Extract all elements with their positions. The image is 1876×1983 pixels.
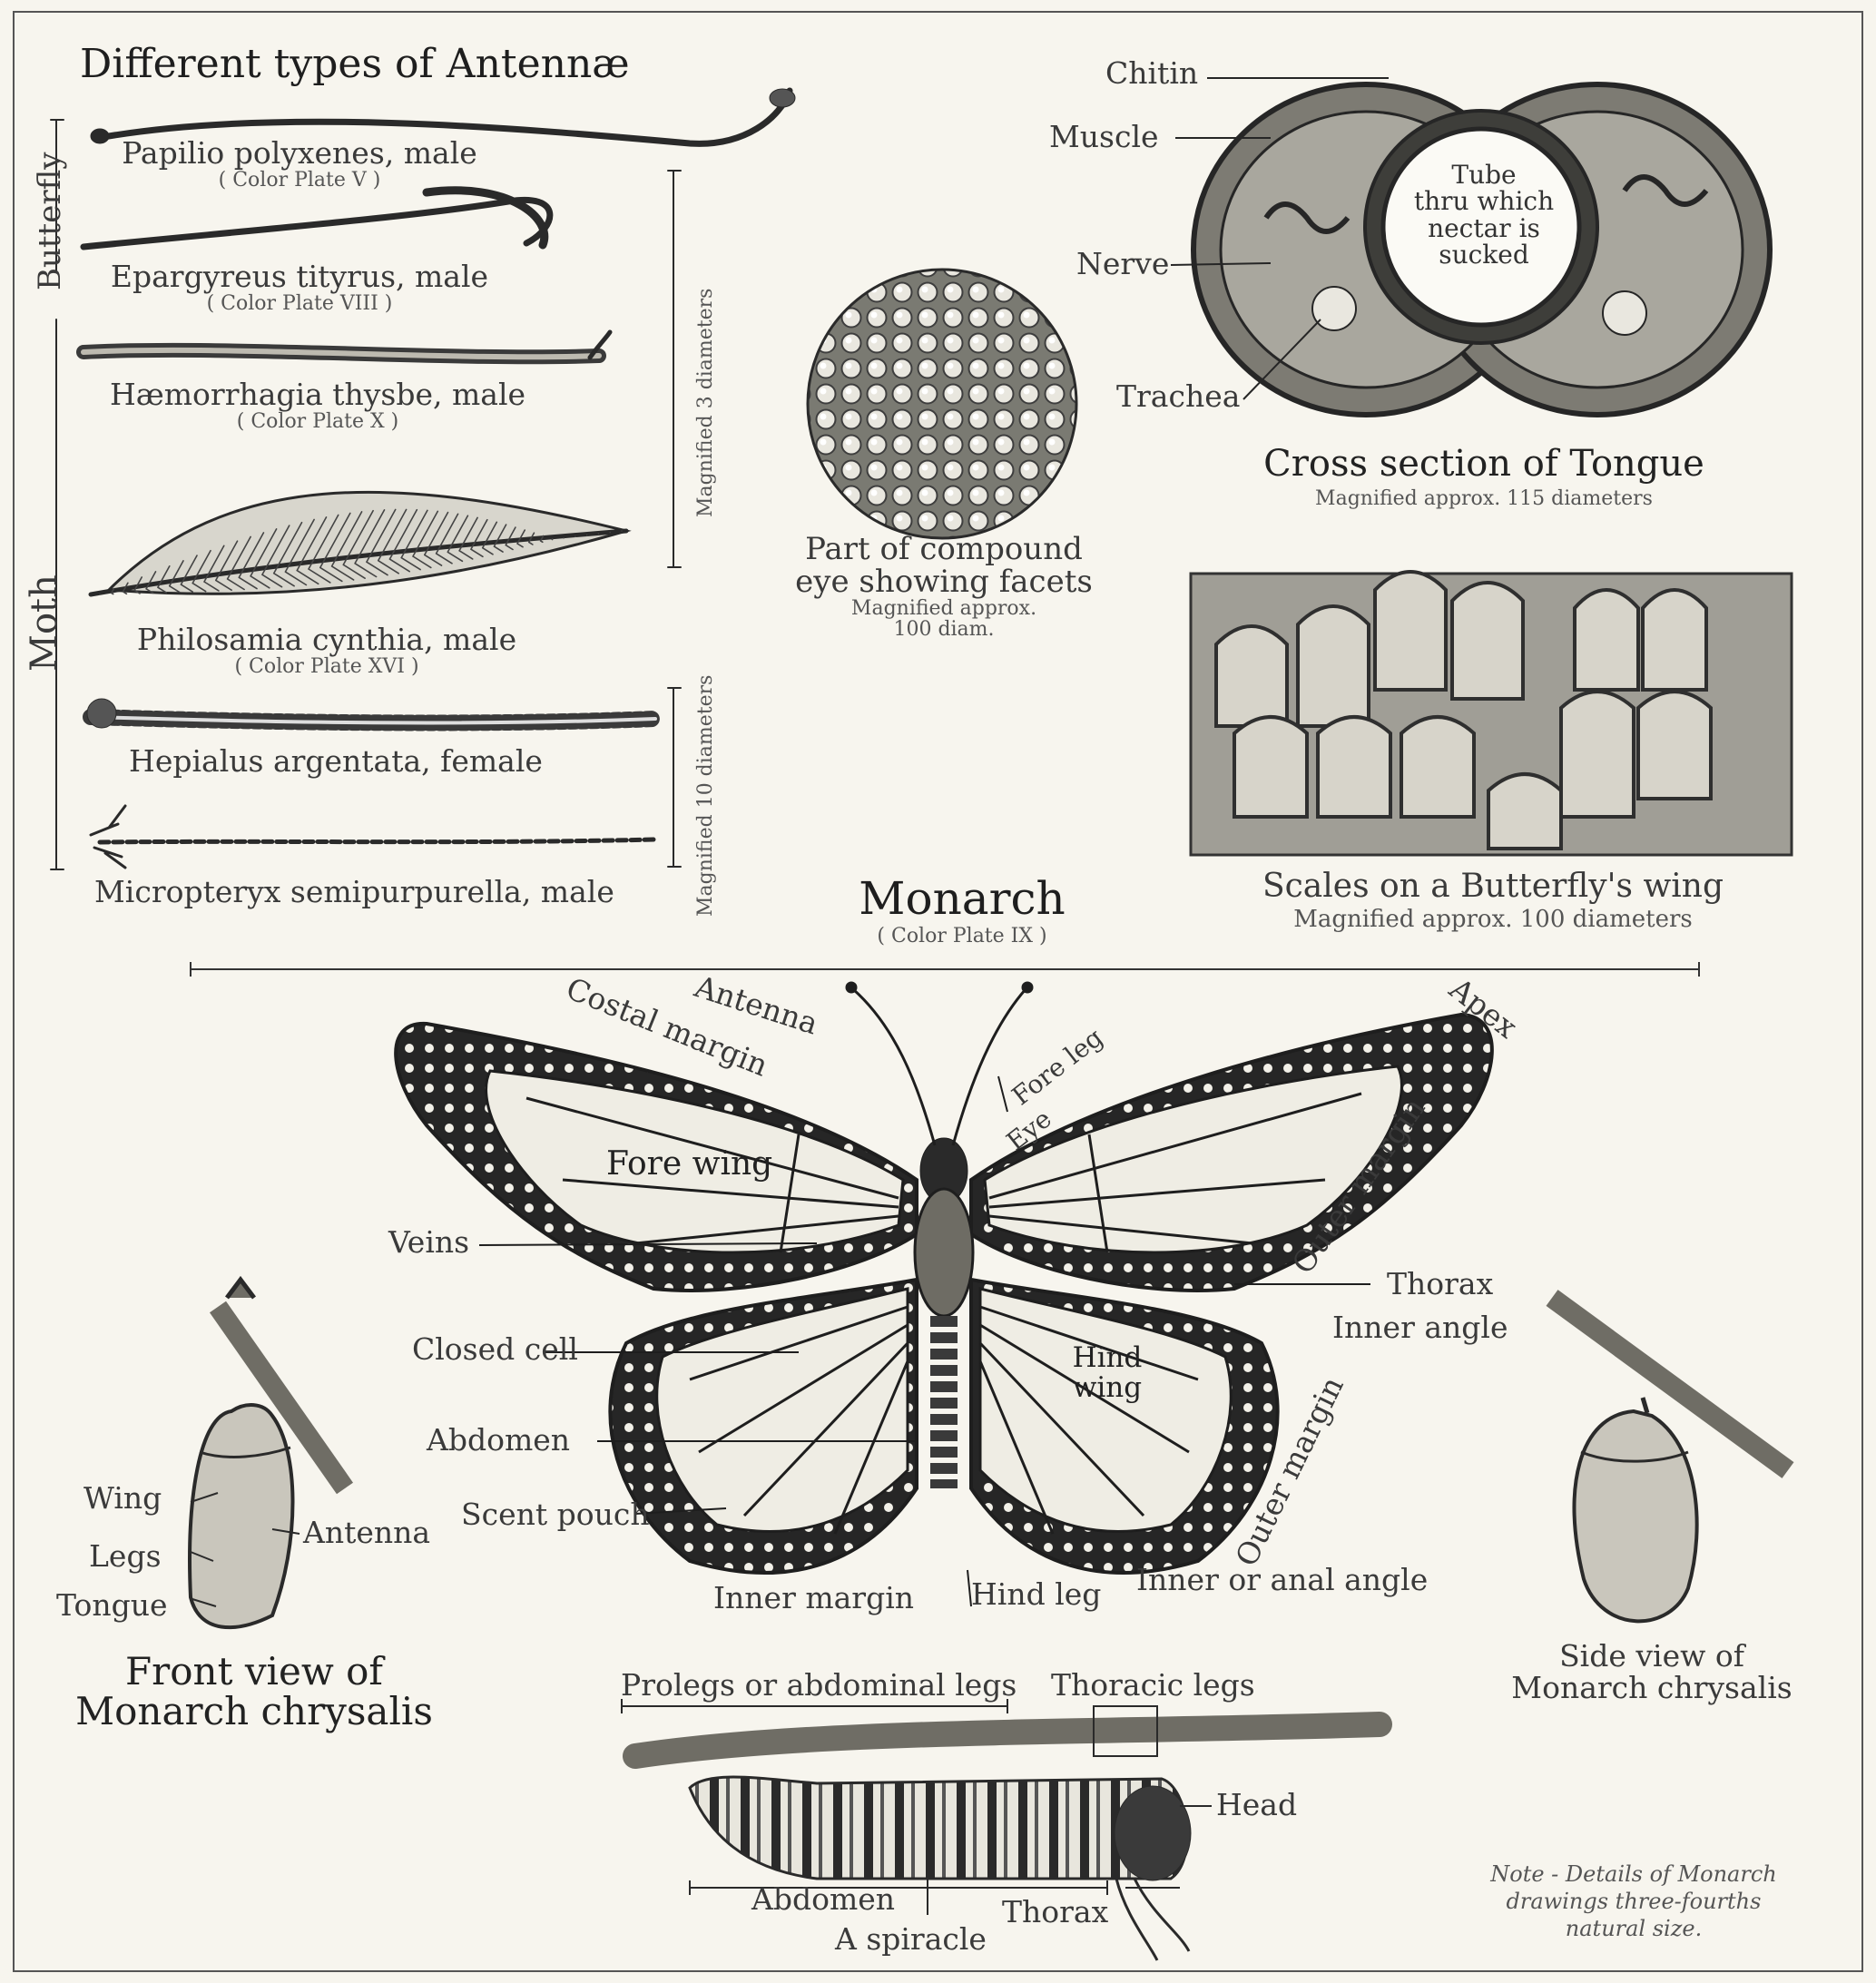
butterfly-group-label: Butterfly xyxy=(34,152,67,290)
antenna-epargyreus-icon xyxy=(83,191,550,247)
hind-wing-line: Hind xyxy=(1053,1343,1162,1373)
antenna-label-haemorrhagia: Hæmorrhagia thysbe, male ( Color Plate X… xyxy=(109,379,526,432)
antenna-name: Epargyreus tityrus, male xyxy=(91,261,508,293)
front-chrysalis-drawing xyxy=(190,1280,345,1627)
label-thorax: Thorax xyxy=(1387,1269,1493,1301)
chrysalis-label-legs: Legs xyxy=(89,1541,162,1573)
label-veins: Veins xyxy=(388,1227,469,1259)
antenna-haemorrhagia-icon xyxy=(83,332,610,358)
monarch-antennae xyxy=(847,983,1032,1145)
label-nerve: Nerve xyxy=(1076,249,1169,280)
label-inner-anal-angle: Inner or anal angle xyxy=(1136,1565,1428,1596)
label-thoracic-legs: Thoracic legs xyxy=(1051,1670,1255,1702)
antennae-title: Different types of Antennæ xyxy=(80,44,630,85)
label-closed-cell: Closed cell xyxy=(412,1334,578,1366)
antenna-name: Papilio polyxenes, male xyxy=(100,138,499,170)
eye-magnification-line: 100 diam. xyxy=(781,619,1107,640)
antenna-plate: ( Color Plate VIII ) xyxy=(91,293,508,314)
label-scent-pouch: Scent pouch xyxy=(461,1499,650,1531)
eye-caption-line: Part of compound xyxy=(781,534,1107,566)
tube-line: Tube xyxy=(1398,162,1570,188)
antenna-label-epargyreus: Epargyreus tityrus, male ( Color Plate V… xyxy=(91,261,508,314)
note-line: Note - Details of Monarch xyxy=(1425,1860,1842,1888)
antenna-micropteryx-icon xyxy=(91,806,655,868)
label-hind-wing: Hind wing xyxy=(1053,1343,1162,1402)
monarch-title: Monarch xyxy=(781,875,1144,923)
magnified-3-label: Magnified 3 diameters xyxy=(695,289,716,517)
front-chrysalis-caption: Front view of Monarch chrysalis xyxy=(54,1652,454,1732)
tongue-title: Cross section of Tongue xyxy=(1207,445,1761,483)
chrysalis-label-antenna: Antenna xyxy=(303,1517,430,1549)
label-caterpillar-thorax: Thorax xyxy=(1002,1897,1108,1929)
antenna-philosamia-icon xyxy=(91,492,626,594)
label-head: Head xyxy=(1216,1790,1297,1821)
antenna-label-hepialus: Hepialus argentata, female xyxy=(127,746,545,778)
antenna-name: Hæmorrhagia thysbe, male xyxy=(109,379,526,411)
scales-title: Scales on a Butterfly's wing xyxy=(1207,869,1779,904)
antenna-plate: ( Color Plate XVI ) xyxy=(118,656,535,677)
antenna-label-papilio: Papilio polyxenes, male ( Color Plate V … xyxy=(100,138,499,191)
chrysalis-label-wing: Wing xyxy=(83,1483,162,1515)
label-inner-angle: Inner angle xyxy=(1332,1312,1508,1344)
label-caterpillar-abdomen: Abdomen xyxy=(751,1884,895,1916)
wing-scales-drawing xyxy=(1191,572,1792,855)
side-chrysalis-drawing xyxy=(1552,1298,1788,1621)
label-inner-margin: Inner margin xyxy=(713,1583,914,1615)
note-line: natural size. xyxy=(1425,1915,1842,1942)
eye-magnification-line: Magnified approx. xyxy=(781,598,1107,619)
antenna-label-micropteryx: Micropteryx semipurpurella, male xyxy=(94,877,614,908)
magnified-10-label: Magnified 10 diameters xyxy=(695,675,716,917)
compound-eye-drawing xyxy=(808,270,1076,538)
tube-line: sucked xyxy=(1398,241,1570,268)
label-fore-wing: Fore wing xyxy=(606,1147,772,1182)
hind-wing-left xyxy=(610,1280,917,1573)
caterpillar-drawing xyxy=(622,1699,1380,1960)
label-muscle: Muscle xyxy=(1049,122,1159,153)
label-trachea: Trachea xyxy=(1116,381,1240,413)
caption-line: Front view of xyxy=(54,1652,454,1692)
size-note: Note - Details of Monarch drawings three… xyxy=(1425,1860,1842,1942)
caption-line: Monarch chrysalis xyxy=(54,1692,454,1732)
eye-caption-line: eye showing facets xyxy=(781,566,1107,599)
caption-line: Monarch chrysalis xyxy=(1470,1673,1833,1704)
antenna-label-philosamia: Philosamia cynthia, male ( Color Plate X… xyxy=(118,624,535,677)
side-chrysalis-caption: Side view of Monarch chrysalis xyxy=(1470,1641,1833,1703)
hind-wing-right xyxy=(971,1280,1278,1573)
chrysalis-label-tongue: Tongue xyxy=(56,1590,167,1622)
label-prolegs: Prolegs or abdominal legs xyxy=(621,1670,1017,1702)
label-hind-leg: Hind leg xyxy=(971,1579,1101,1611)
antenna-plate: ( Color Plate X ) xyxy=(109,411,526,432)
compound-eye-caption: Part of compound eye showing facets Magn… xyxy=(781,534,1107,641)
label-abdomen: Abdomen xyxy=(427,1425,570,1457)
tube-line: nectar is xyxy=(1398,215,1570,241)
antenna-hepialus-icon xyxy=(87,699,655,728)
label-chitin: Chitin xyxy=(1105,58,1198,90)
tongue-tube-label: Tube thru which nectar is sucked xyxy=(1398,162,1570,269)
note-line: drawings three-fourths xyxy=(1425,1888,1842,1915)
antenna-name: Philosamia cynthia, male xyxy=(118,624,535,656)
monarch-plate: ( Color Plate IX ) xyxy=(781,926,1144,947)
moth-group-label: Moth xyxy=(25,574,64,672)
tube-line: thru which xyxy=(1398,188,1570,214)
monarch-body xyxy=(915,1138,973,1488)
antenna-plate: ( Color Plate V ) xyxy=(100,170,499,191)
caption-line: Side view of xyxy=(1470,1641,1833,1673)
scales-magnification: Magnified approx. 100 diameters xyxy=(1207,908,1779,932)
label-spiracle: A spiracle xyxy=(835,1924,987,1956)
hind-wing-line: wing xyxy=(1053,1373,1162,1403)
tongue-magnification: Magnified approx. 115 diameters xyxy=(1207,488,1761,509)
